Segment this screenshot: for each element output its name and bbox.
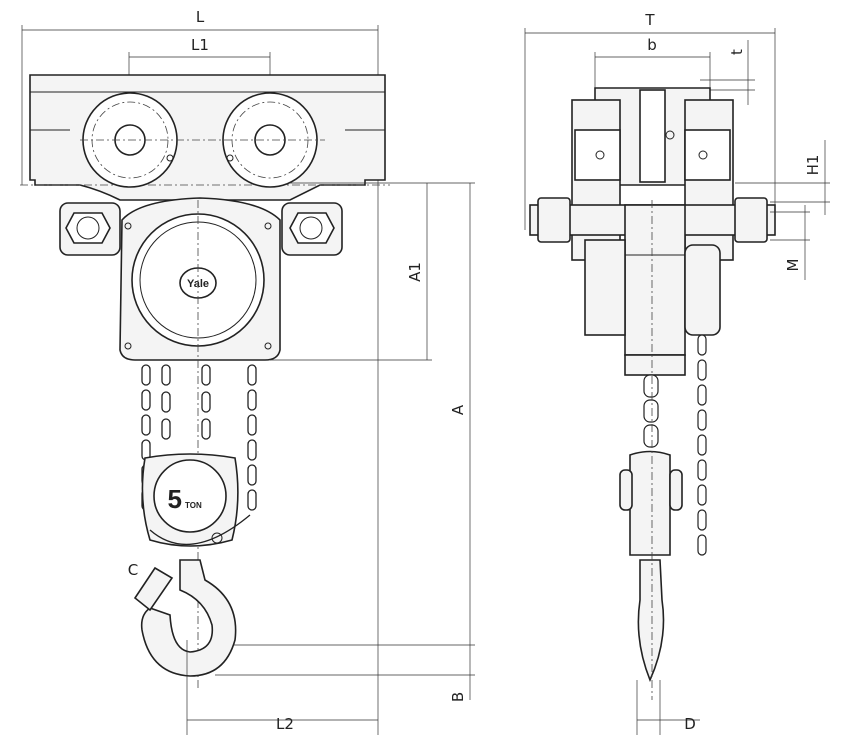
dim-label-L1: L1 bbox=[191, 36, 209, 54]
nut-left bbox=[59, 202, 121, 256]
capacity-unit: TON bbox=[185, 501, 202, 510]
dim-label-T: T bbox=[644, 11, 655, 29]
dim-label-H1: H1 bbox=[804, 155, 822, 176]
side-view: T b t H1 M D bbox=[524, 11, 830, 735]
gear-cover bbox=[584, 239, 626, 336]
dim-label-M: M bbox=[784, 259, 802, 272]
dim-label-B: B bbox=[449, 692, 467, 702]
dim-label-b: b bbox=[647, 36, 657, 54]
dim-label-t: t bbox=[728, 49, 746, 55]
hook-side bbox=[637, 559, 665, 683]
block-screw bbox=[211, 532, 223, 544]
dim-label-A1: A1 bbox=[406, 262, 424, 282]
dim-label-L: L bbox=[196, 8, 205, 26]
capacity-badge bbox=[153, 459, 227, 533]
chain-loop bbox=[149, 514, 251, 546]
dim-label-A: A bbox=[449, 404, 467, 415]
beam-web bbox=[639, 89, 666, 183]
capacity-number: 5 bbox=[168, 484, 182, 514]
axle-nut-left bbox=[537, 197, 571, 243]
nut-right bbox=[281, 202, 343, 256]
hook-latch bbox=[133, 566, 174, 612]
front-view: Yale 5 TON bbox=[20, 8, 475, 735]
hook bbox=[140, 559, 237, 677]
chain-side bbox=[643, 334, 707, 556]
block-boss-right bbox=[669, 469, 683, 511]
cover-screws bbox=[124, 222, 272, 350]
chain-guide bbox=[624, 354, 686, 376]
dim-label-L2: L2 bbox=[276, 715, 294, 733]
dim-label-D: D bbox=[684, 715, 696, 733]
hoist-side bbox=[624, 204, 686, 356]
wheel-housing-left bbox=[574, 129, 621, 181]
axle-nut-right bbox=[734, 197, 768, 243]
dim-label-C: C bbox=[128, 561, 138, 579]
wheel-right bbox=[222, 92, 318, 188]
bottom-block-side bbox=[629, 450, 671, 556]
handwheel-cover bbox=[684, 244, 721, 336]
block-boss-left bbox=[619, 469, 633, 511]
plate-bolts bbox=[595, 130, 708, 160]
